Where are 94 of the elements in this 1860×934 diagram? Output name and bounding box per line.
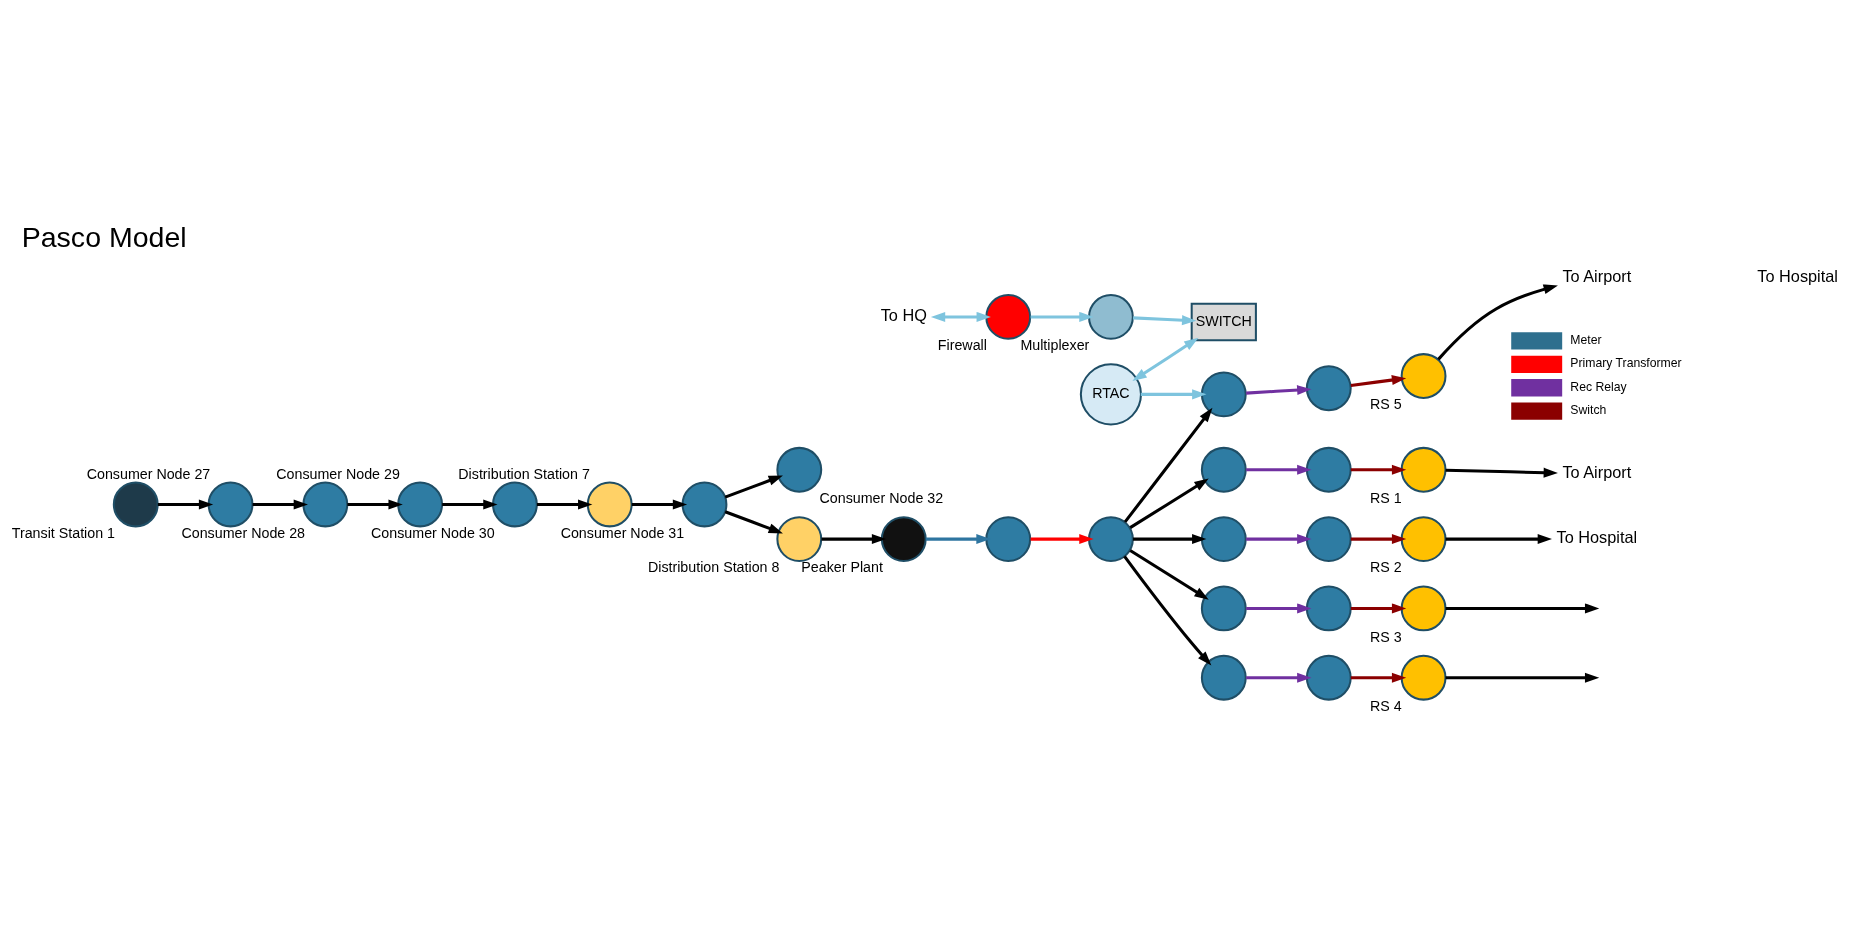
node-circle bbox=[1305, 364, 1352, 411]
node-circle bbox=[1088, 293, 1134, 340]
arrow bbox=[930, 311, 991, 322]
node-circle bbox=[1305, 446, 1352, 493]
node-circle bbox=[1400, 446, 1447, 493]
diagram-title: Pasco Model bbox=[21, 220, 187, 253]
node-label: Consumer Node 28 bbox=[181, 524, 306, 541]
node-circle bbox=[880, 515, 927, 562]
arrow bbox=[1350, 672, 1407, 683]
node-label: Distribution Station 7 bbox=[458, 465, 590, 482]
arrow bbox=[442, 498, 498, 509]
node-label: Firewall bbox=[937, 336, 987, 353]
node-circle bbox=[1400, 515, 1447, 562]
node-box: SWITCH bbox=[1190, 302, 1257, 341]
legend-label: Switch bbox=[1570, 402, 1607, 417]
node-circle: RTAC bbox=[1079, 362, 1142, 425]
legend-label: Primary Transformer bbox=[1570, 355, 1682, 370]
node-label: RS 2 bbox=[1370, 558, 1402, 575]
node-circle bbox=[1200, 446, 1247, 493]
arrow bbox=[631, 498, 688, 509]
node-label: Consumer Node 31 bbox=[560, 524, 685, 541]
node-circle bbox=[1400, 585, 1447, 631]
label: To Hospital bbox=[1757, 266, 1838, 285]
node-label: Transit Station 1 bbox=[11, 524, 115, 541]
arrow bbox=[1246, 464, 1312, 475]
arrow bbox=[1350, 374, 1407, 387]
arrow bbox=[1132, 314, 1197, 325]
arrow bbox=[1437, 283, 1558, 360]
node-label: Distribution Station 8 bbox=[647, 558, 780, 575]
arrow bbox=[1350, 464, 1407, 475]
node-text: To HQ bbox=[880, 305, 927, 324]
node-label: Multiplexer bbox=[1020, 336, 1090, 353]
node-circle bbox=[302, 481, 349, 527]
arrow bbox=[1030, 311, 1094, 322]
arrow bbox=[724, 509, 783, 533]
arrow bbox=[1445, 533, 1552, 544]
node-circle bbox=[207, 481, 254, 527]
arrow bbox=[1445, 602, 1600, 613]
arrow bbox=[1350, 602, 1407, 613]
arrow bbox=[1140, 388, 1207, 399]
arrow bbox=[537, 498, 593, 509]
arrow bbox=[347, 498, 403, 509]
node-circle bbox=[776, 515, 823, 562]
arrow bbox=[1445, 672, 1600, 683]
arrow bbox=[1123, 407, 1213, 523]
node-circle bbox=[681, 481, 728, 527]
node-circle bbox=[1200, 370, 1247, 417]
node-label: Consumer Node 30 bbox=[371, 524, 495, 541]
arrow bbox=[1129, 548, 1209, 600]
node-text: To Airport bbox=[1562, 266, 1632, 285]
arrow bbox=[1133, 533, 1207, 544]
arrow bbox=[157, 498, 214, 509]
arrow bbox=[1350, 533, 1407, 544]
node-text: To Airport bbox=[1562, 462, 1632, 481]
node-circle bbox=[985, 293, 1032, 340]
arrow bbox=[1246, 672, 1312, 683]
node-label: RS 3 bbox=[1370, 628, 1402, 645]
node-circle bbox=[492, 481, 538, 527]
node-circle bbox=[1200, 585, 1247, 631]
node-circle bbox=[1200, 654, 1247, 701]
arrow bbox=[1123, 554, 1212, 665]
node-label: RS 4 bbox=[1370, 697, 1402, 714]
node-circle bbox=[1200, 515, 1247, 562]
node-circle bbox=[397, 481, 444, 527]
node-circle bbox=[1305, 515, 1352, 562]
node-circle bbox=[985, 515, 1032, 562]
node-circle bbox=[586, 481, 633, 527]
node-label: Peaker Plant bbox=[801, 558, 883, 575]
node-label: RS 5 bbox=[1370, 395, 1402, 412]
arrow bbox=[1246, 384, 1312, 395]
arrow bbox=[926, 533, 991, 544]
arrow bbox=[1445, 467, 1558, 478]
node-label: Consumer Node 32 bbox=[819, 489, 944, 506]
node-circle bbox=[1400, 654, 1447, 701]
arrow bbox=[1246, 533, 1312, 544]
node-circle bbox=[1088, 515, 1134, 562]
node-circle bbox=[1305, 654, 1352, 701]
node-text: To Hospital bbox=[1556, 527, 1638, 546]
arrow bbox=[821, 533, 887, 544]
node-label: Consumer Node 29 bbox=[276, 465, 400, 482]
legend-label: Rec Relay bbox=[1570, 379, 1627, 394]
node-label: Consumer Node 27 bbox=[86, 465, 211, 482]
arrow bbox=[252, 498, 308, 509]
arrow bbox=[1132, 337, 1199, 381]
legend-label: Meter bbox=[1570, 332, 1602, 347]
node-circle bbox=[1400, 352, 1447, 399]
node-label: RS 1 bbox=[1370, 489, 1402, 506]
node-circle bbox=[112, 481, 159, 527]
arrow bbox=[724, 475, 783, 499]
arrow bbox=[1129, 478, 1209, 529]
arrow bbox=[1246, 602, 1312, 613]
node-circle bbox=[776, 446, 823, 493]
node-circle bbox=[1305, 585, 1352, 631]
arrow bbox=[1030, 533, 1094, 544]
